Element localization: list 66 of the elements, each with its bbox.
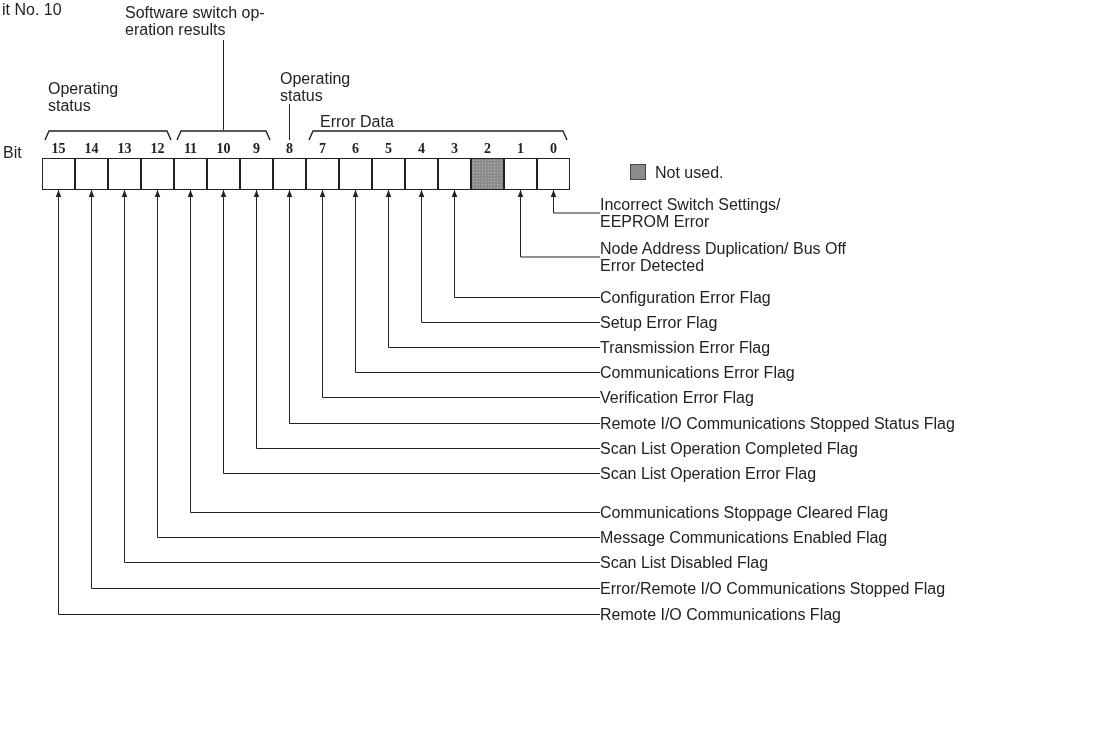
group-caption: Error Data (320, 113, 394, 130)
word-number-text: it No. 10 (2, 1, 62, 18)
flag-description: Transmission Error Flag (600, 339, 1100, 356)
bit-cell (339, 158, 372, 190)
bit-number: 9 (252, 142, 261, 156)
flag-description: Scan List Operation Completed Flag (600, 440, 1100, 457)
bit-number: 13 (116, 142, 133, 156)
flag-description: Setup Error Flag (600, 314, 1100, 331)
flag-description: Communications Error Flag (600, 364, 1100, 381)
flag-description: Node Address Duplication/ Bus Off Error Detected (600, 240, 850, 274)
flag-description: Configuration Error Flag (600, 289, 1100, 306)
leader-arrow (451, 189, 601, 298)
bit-cell (306, 158, 339, 190)
bit-number: 14 (83, 142, 100, 156)
flag-description: Verification Error Flag (600, 389, 1100, 406)
leader-arrow (286, 189, 601, 424)
leader-line (223, 39, 224, 131)
bit-cell (273, 158, 306, 190)
group-caption: Software switch op- eration results (125, 4, 285, 38)
leader-line (289, 103, 290, 141)
bit-number: 11 (182, 142, 199, 156)
bit-number: 5 (384, 142, 393, 156)
bit-number: 3 (450, 142, 459, 156)
flag-description: Remote I/O Communications Flag (600, 606, 1100, 623)
bit-number: 15 (50, 142, 67, 156)
leader-arrow (418, 189, 601, 323)
bit-number: 1 (516, 142, 525, 156)
axis-label: Bit (3, 144, 22, 161)
leader-arrow (550, 189, 601, 214)
bit-cell (42, 158, 75, 190)
unused-bit-cell (471, 158, 504, 190)
flag-description: Incorrect Switch Settings/ EEPROM Error (600, 196, 830, 230)
leader-arrow (517, 189, 601, 258)
leader-arrow (220, 189, 601, 474)
bit-cell (240, 158, 273, 190)
bit-number: 8 (285, 142, 294, 156)
flag-description: Scan List Operation Error Flag (600, 465, 1100, 482)
bit-cell (372, 158, 405, 190)
flag-description: Error/Remote I/O Communications Stopped Flag (600, 580, 1100, 597)
leader-arrow (319, 189, 601, 398)
bit-number: 10 (215, 142, 232, 156)
bit-cell (537, 158, 570, 190)
flag-description: Scan List Disabled Flag (600, 554, 1100, 571)
bit-cell (108, 158, 141, 190)
bit-number: 2 (483, 142, 492, 156)
flag-description: Communications Stoppage Cleared Flag (600, 504, 1100, 521)
group-caption: Operating status (48, 80, 120, 114)
leader-arrow (385, 189, 601, 348)
bit-cell (75, 158, 108, 190)
bit-number: 7 (318, 142, 327, 156)
leader-arrow (352, 189, 601, 373)
leader-arrow (253, 189, 601, 449)
flag-description: Remote I/O Communications Stopped Status Flag (600, 415, 1100, 432)
bit-cell (438, 158, 471, 190)
bit-cell (504, 158, 537, 190)
bit-number: 4 (417, 142, 426, 156)
legend-text: Not used. (655, 164, 724, 181)
bit-cell (174, 158, 207, 190)
bit-number: 6 (351, 142, 360, 156)
flag-description: Message Communications Enabled Flag (600, 529, 1100, 546)
bit-number: 0 (549, 142, 558, 156)
bit-cell (405, 158, 438, 190)
group-caption: Operating status (280, 70, 370, 104)
bit-cell (141, 158, 174, 190)
bit-number: 12 (149, 142, 166, 156)
bit-cell (207, 158, 240, 190)
